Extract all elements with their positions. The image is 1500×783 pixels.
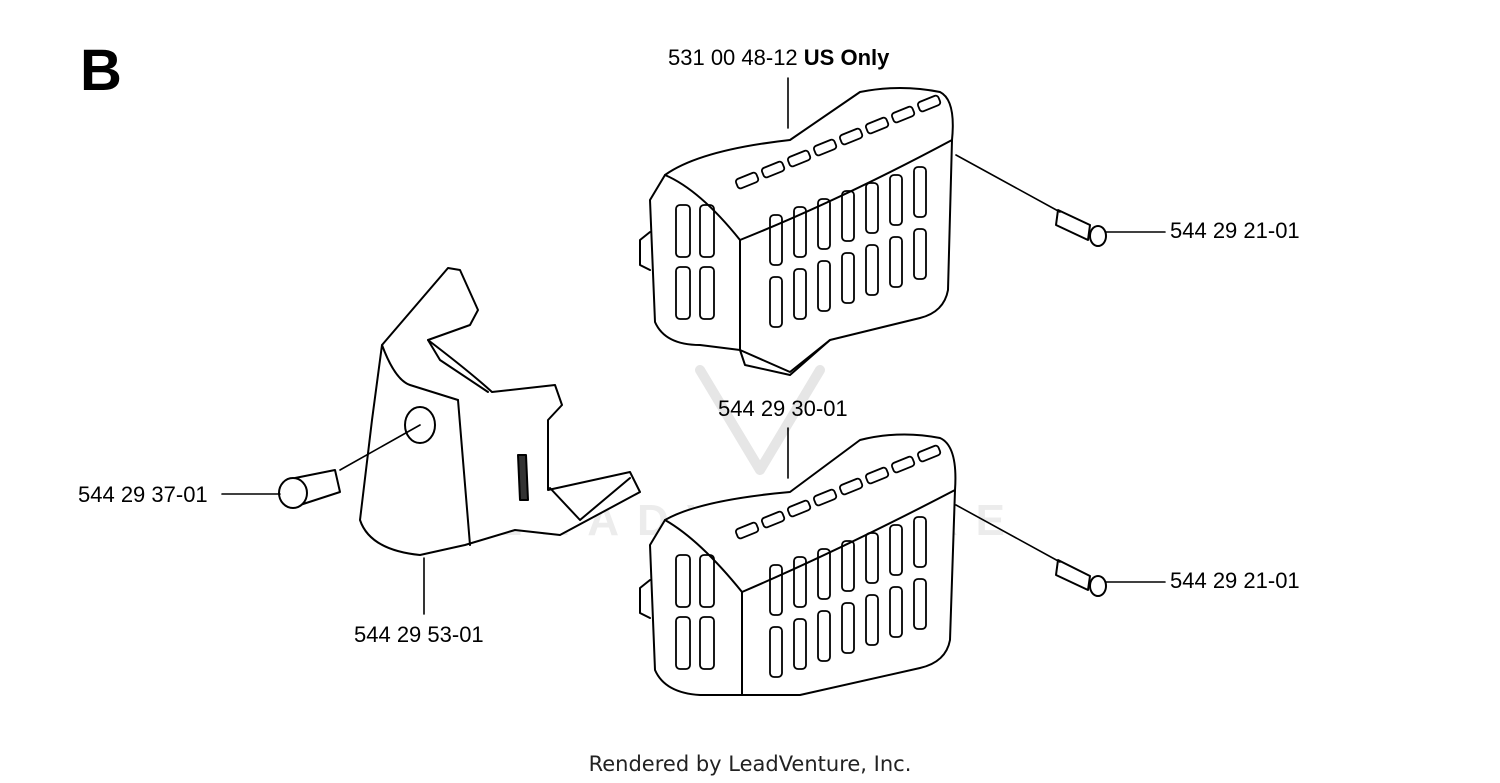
vent-slot [889, 586, 903, 638]
vent-slot [699, 266, 715, 320]
vent-slot [675, 204, 691, 258]
vent-slot [889, 174, 903, 226]
vent-slot [841, 252, 855, 304]
vent-slot [913, 166, 927, 218]
vent-slot [793, 206, 807, 258]
vent-slot [769, 214, 783, 266]
engine-housing[interactable] [359, 267, 641, 556]
cover-standard-vents [675, 444, 942, 678]
part-label-screw-bottom[interactable]: 544 29 21-01 [1170, 568, 1300, 593]
part-label-cover-standard[interactable]: 544 29 30-01 [718, 396, 848, 421]
vent-slot [817, 610, 831, 662]
vent-slot [769, 564, 783, 616]
vent-slot [917, 444, 942, 463]
vent-slot [917, 94, 942, 113]
section-letter: B [80, 38, 122, 103]
vent-slot [889, 524, 903, 576]
cover-standard[interactable] [639, 433, 957, 696]
vent-slot [675, 554, 691, 608]
part-label-screw-top[interactable]: 544 29 21-01 [1170, 218, 1300, 243]
cover-us-only[interactable] [639, 87, 954, 376]
vent-slot [841, 190, 855, 242]
vent-slot [913, 516, 927, 568]
vent-slot [865, 594, 879, 646]
footer-credit: Rendered by LeadVenture, Inc. [588, 752, 912, 776]
vent-slot [699, 616, 715, 670]
vent-slot [769, 276, 783, 328]
vent-slot [761, 160, 786, 179]
part-label-housing[interactable]: 544 29 53-01 [354, 622, 484, 647]
screw-bottom[interactable] [1055, 559, 1107, 597]
vent-slot [865, 532, 879, 584]
vent-slot [787, 149, 812, 168]
vent-slot [793, 556, 807, 608]
vent-slot [865, 116, 890, 135]
part-label-screw-left[interactable]: 544 29 37-01 [78, 482, 208, 507]
vent-slot [735, 521, 760, 540]
vent-slot [865, 244, 879, 296]
vent-slot [841, 540, 855, 592]
vent-slot [813, 138, 838, 157]
vent-slot [769, 626, 783, 678]
part-label-cover-us-only[interactable]: 531 00 48-12 US Only [668, 47, 889, 69]
vent-slot [891, 455, 916, 474]
part-note: US Only [803, 45, 890, 70]
screw-top[interactable] [1055, 209, 1107, 247]
vent-slot [913, 228, 927, 280]
vent-slot [841, 602, 855, 654]
vent-slot [675, 616, 691, 670]
vent-slot [699, 204, 715, 258]
vent-slot [891, 105, 916, 124]
vent-slot [813, 488, 838, 507]
vent-slot [793, 268, 807, 320]
vent-slot [865, 466, 890, 485]
vent-slot [889, 236, 903, 288]
vent-slot [793, 618, 807, 670]
vent-slot [787, 499, 812, 518]
screw-left[interactable] [278, 469, 341, 509]
vent-slot [839, 477, 864, 496]
vent-slot [699, 554, 715, 608]
vent-slot [839, 127, 864, 146]
vent-slot [817, 260, 831, 312]
vent-slot [675, 266, 691, 320]
part-number: 531 00 48-12 [668, 45, 798, 70]
vent-slot [817, 548, 831, 600]
vent-slot [817, 198, 831, 250]
cover-us-only-vents [675, 94, 942, 328]
vent-slot [865, 182, 879, 234]
vent-slot [761, 510, 786, 529]
leader-lines [221, 77, 1166, 615]
vent-slot [913, 578, 927, 630]
vent-slot [735, 171, 760, 190]
